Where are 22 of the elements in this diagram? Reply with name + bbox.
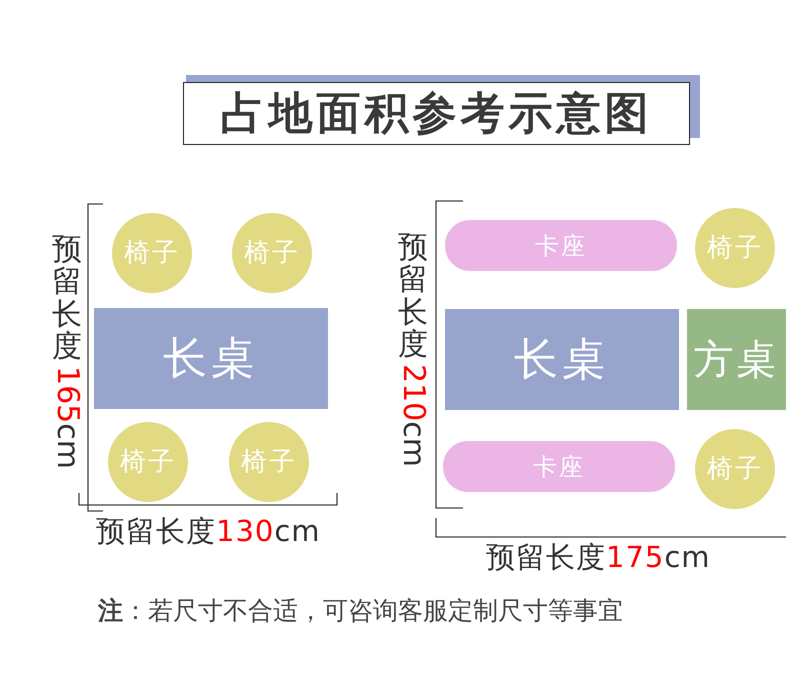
title-heading: 占地面积参考示意图 — [183, 82, 690, 145]
seat-label: 椅子 — [707, 235, 763, 261]
long-table — [445, 309, 679, 410]
booth-label: 卡座 — [533, 454, 585, 478]
seat-label: 椅子 — [241, 449, 297, 475]
seat-label: 椅子 — [124, 240, 180, 266]
seat-label: 椅子 — [707, 456, 763, 482]
seat-label: 椅子 — [120, 449, 176, 475]
booth-label: 卡座 — [535, 234, 587, 258]
dimension-label: 预留长度165cm — [52, 234, 82, 469]
booth-seat — [443, 441, 675, 492]
table-label: 长桌 — [514, 338, 610, 382]
booth-seat — [445, 220, 677, 271]
seat-label: 椅子 — [244, 240, 300, 266]
table-label: 长桌 — [163, 336, 259, 380]
square-table — [687, 309, 786, 410]
long-table — [94, 308, 328, 409]
table-label: 方桌 — [694, 340, 780, 380]
dimension-label: 预留长度210cm — [398, 232, 428, 467]
dimension-label: 预留长度130cm — [96, 517, 321, 546]
dimension-label: 预留长度175cm — [486, 543, 711, 572]
note-text: 注：若尺寸不合适，可咨询客服定制尺寸等事宜 — [98, 598, 623, 623]
